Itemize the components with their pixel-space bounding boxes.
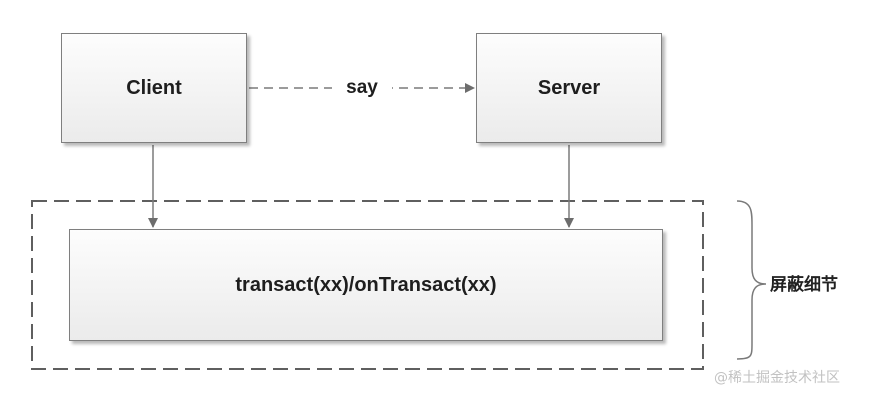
watermark: @稀土掘金技术社区 — [714, 370, 840, 386]
edge-label-say: say — [332, 76, 392, 100]
client-label: Client — [126, 76, 182, 99]
transact-label: transact(xx)/onTransact(xx) — [235, 273, 497, 296]
group-label: 屏蔽细节 — [770, 275, 838, 295]
transact-node: transact(xx)/onTransact(xx) — [69, 229, 663, 341]
server-node: Server — [476, 33, 662, 143]
server-label: Server — [537, 76, 601, 99]
group-dashed-border — [31, 200, 704, 370]
client-node: Client — [61, 33, 247, 143]
right-brace — [736, 200, 767, 360]
